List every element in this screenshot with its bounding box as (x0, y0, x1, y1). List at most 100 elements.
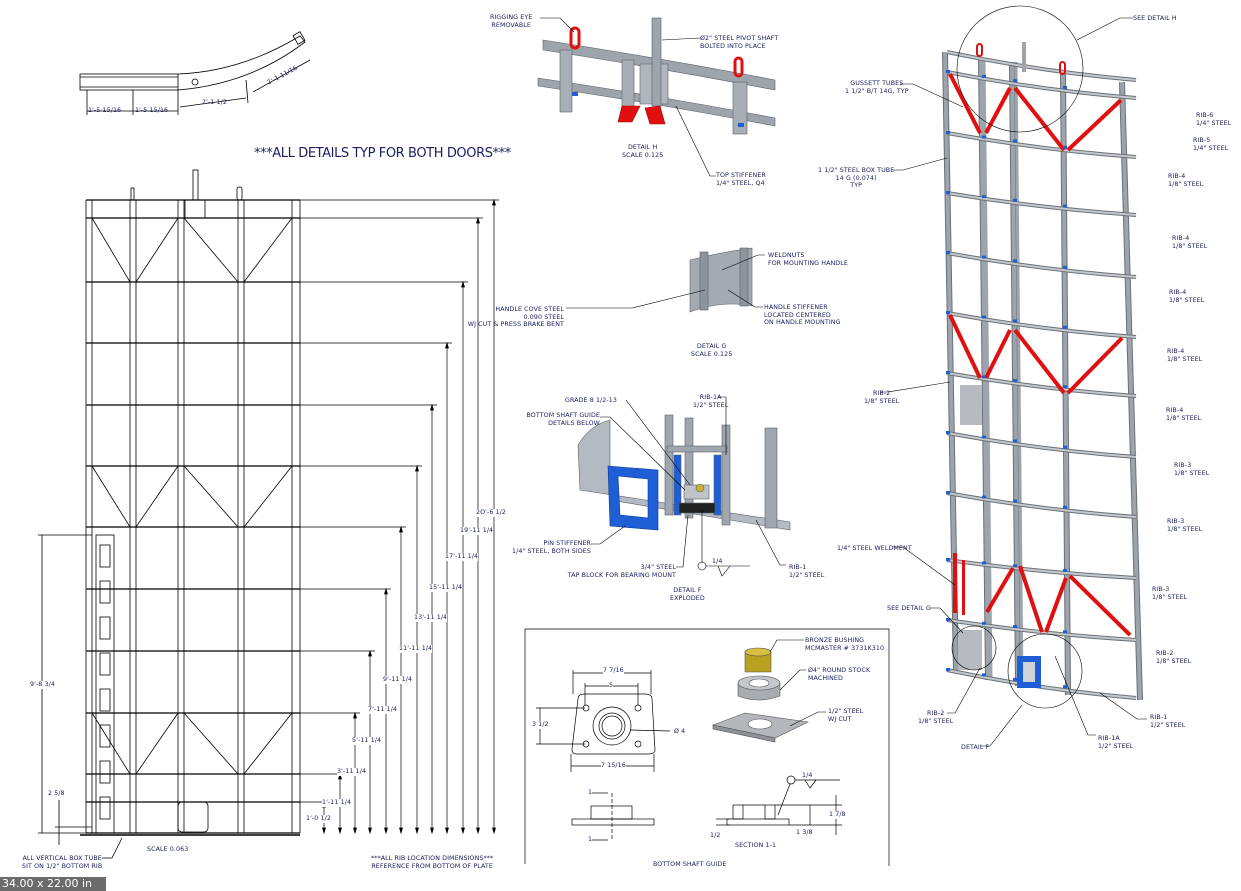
gusset-tube (1066, 98, 1123, 152)
arrowhead (430, 403, 434, 411)
rib-dimension-label: 1'-0 1/2 (306, 815, 331, 823)
label-rib-1a-detail: RIB-1A 1/2" STEEL (693, 394, 729, 409)
gusset-tube (984, 329, 1012, 379)
dim-hole-spacing: 5 (609, 682, 614, 690)
handle-cove (960, 385, 982, 425)
stiffener-tab (1013, 379, 1017, 383)
label-bronze-bushing: BRONZE BUSHING McMASTER # 3731K310 (805, 637, 885, 652)
rib-face (946, 51, 1137, 81)
stiffener-tab (1013, 139, 1017, 143)
stiffener-tab (946, 558, 950, 561)
arrowhead (445, 827, 449, 835)
weldnut-slot (99, 724, 111, 748)
stiffener-tab (946, 431, 950, 434)
weld-size: 1/4 (802, 772, 813, 779)
detail-g-caption: DETAIL G SCALE 0.125 (691, 343, 733, 358)
arrowhead (353, 827, 357, 835)
rib (946, 668, 1137, 700)
rib (946, 131, 1137, 159)
section-caption: SECTION 1-1 (735, 842, 777, 849)
gusset-diagonal (183, 217, 239, 283)
arrowhead (492, 198, 496, 206)
rib-face (946, 132, 1137, 158)
gusset-diagonal (135, 465, 179, 528)
vertical-box-tube-face (1061, 71, 1070, 696)
dim-width-bottom: 7 15/16 (601, 762, 626, 770)
dim-diameter: Ø 4 (674, 728, 686, 735)
front-elevation (38, 169, 301, 859)
weldnut-slot (99, 616, 111, 640)
leader (102, 837, 123, 859)
detail-f-caption: DETAIL F EXPLODED (670, 587, 705, 602)
stiffener-tab (1063, 385, 1067, 389)
rib-dimension-label: 17'-11 1/4 (445, 553, 479, 561)
rigging-eye (1059, 61, 1066, 75)
gusset-diagonal (243, 217, 293, 283)
dim-small: 2 5/8 (48, 790, 65, 797)
rib-dimension-label: 9'-11 1/4 (383, 676, 413, 684)
stiffener-tab (982, 315, 986, 319)
gusset-tube (1013, 328, 1066, 395)
stiffener-tab (946, 191, 950, 194)
stiffener-tab (946, 311, 950, 314)
label-pivot-shaft: Ø2" STEEL PIVOT SHAFT BOLTED INTO PLACE (700, 35, 779, 50)
stiffener-tab (982, 195, 986, 199)
gusset-diagonal (91, 465, 131, 528)
label-weldment: 1/4" STEEL WELDMENT (837, 545, 912, 552)
shaft-guide-3d (711, 639, 826, 743)
rib-dimension-label: 1'-11 1/4 (322, 799, 352, 807)
isometric-door-frame (942, 42, 1143, 701)
stiffener-tab (982, 673, 986, 677)
top-plan-view (79, 31, 311, 115)
gusset-diagonal (135, 712, 179, 775)
arrowhead (430, 827, 434, 835)
stiffener-tab (1063, 569, 1067, 573)
label-round-stock: Ø4" ROUND STOCK MACHINED (808, 667, 871, 682)
stiffener-tab (982, 74, 986, 78)
label-rib-5: RIB-5 1/4" STEEL (1193, 137, 1229, 152)
section-marker-top: 1 (588, 789, 593, 796)
arrowhead (338, 827, 342, 835)
arrowhead (384, 827, 388, 835)
label-rib-4: RIB-4 1/8" STEEL (1167, 348, 1203, 363)
label-rib-4: RIB-4 1/8" STEEL (1169, 289, 1205, 304)
pin-stiffener-window (1023, 662, 1035, 682)
vertical-box-tube-face (1120, 81, 1142, 701)
section-marker-bottom: 1 (588, 836, 593, 843)
vertical-box-tube (982, 57, 993, 681)
gusset-diagonal (243, 712, 293, 775)
stiffener-tab (982, 495, 986, 499)
elevation-scale: SCALE 0.063 (147, 846, 189, 853)
rib-face (946, 71, 1137, 99)
rib-dimension-label: 13'-11 1/4 (414, 614, 448, 622)
note-title: ***ALL DETAILS TYP FOR BOTH DOORS*** (254, 146, 511, 161)
label-rib-3: RIB-3 1/8" STEEL (1167, 518, 1203, 533)
detail-g-drawing (566, 247, 765, 313)
detail-h-caption: DETAIL H SCALE 0.125 (622, 144, 664, 159)
detail-circles (880, 5, 1147, 747)
label-rigging-eye: RIGGING EYE REMOVABLE (490, 14, 533, 29)
rib-dimension-label: 19'-11 1/4 (460, 527, 494, 535)
dim-thickness: 1/2 (710, 832, 721, 839)
dim-plan-c: 2'-1 1/2 (202, 99, 227, 106)
handle-cove (958, 630, 982, 670)
weldment (953, 553, 957, 613)
weld-symbol-size: 1/4 (712, 558, 723, 565)
dim-boss-height: 1 3/8 (796, 829, 813, 836)
weldnut-slot (99, 688, 111, 712)
label-bottom-shaft-guide: BOTTOM SHAFT GUIDE DETAILS BELOW (526, 412, 600, 427)
vertical-box-tube-face (1010, 61, 1020, 687)
stiffener-tab (982, 621, 986, 625)
detail-f-drawing (577, 396, 791, 577)
dim-height: 3 1/2 (532, 721, 549, 729)
label-rib-2: RIB-2 1/8" STEEL (1156, 650, 1192, 665)
shaft-housing (184, 199, 206, 219)
arrowhead (476, 216, 480, 224)
stiffener-tab (946, 131, 950, 134)
gusset-tube (1044, 577, 1068, 633)
rib-dimension-label: 15'-11 1/4 (429, 584, 463, 592)
rib-face (946, 192, 1137, 216)
label-plate: 1/2" STEEL WJ CUT (828, 708, 864, 723)
arrowhead (322, 827, 326, 835)
stiffener-tab (946, 618, 950, 621)
